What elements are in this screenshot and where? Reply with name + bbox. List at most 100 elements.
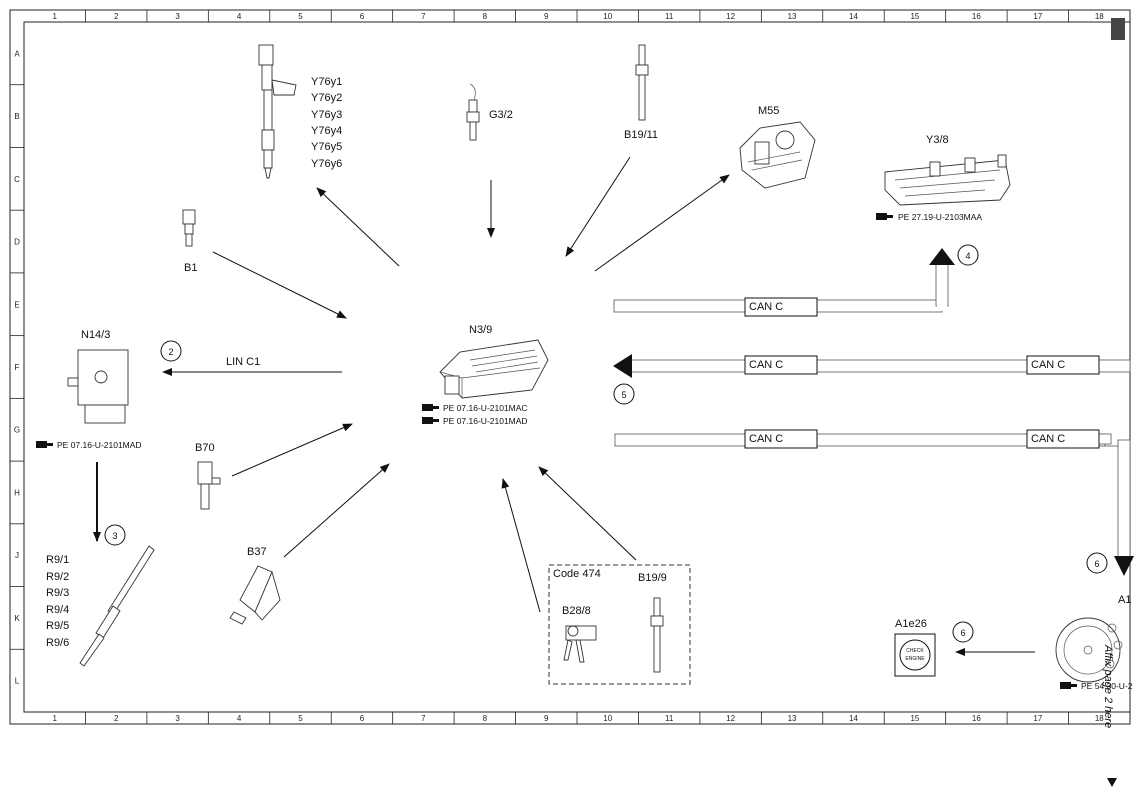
row-letter: L [15,677,20,686]
accelerator-pedal-icon [229,565,281,625]
injector-label-4: Y76y4 [311,125,342,137]
can-bus-row-1[interactable]: CAN C [613,248,955,317]
glow-plug-label-3: R9/3 [46,587,69,599]
ecu-ref-1: PE 07.16-U-2101MAC [422,403,528,413]
injector-icon [258,44,297,179]
column-number: 10 [603,714,612,723]
column-number: 1 [52,714,57,723]
glow-plug-group[interactable]: R9/1 R9/2 R9/3 R9/4 R9/5 R9/6 [46,545,155,667]
column-number: 12 [726,714,735,723]
a1-label: A1 [1118,594,1131,606]
b1-label: B1 [184,262,197,274]
arrow-from-b19-11 [565,156,631,257]
b70-label: B70 [195,442,215,454]
instrument-cluster-a1[interactable]: A1 PE 54.30-U-2 [1055,594,1133,691]
arrow-to-injectors [316,187,400,267]
column-number: 9 [544,714,549,723]
glow-control-module-icon [67,349,129,424]
column-number: 14 [849,714,858,723]
callout-6b: 6 [952,621,974,643]
sensor-b19-11[interactable]: B19/11 [624,44,658,141]
arrow-from-b37 [283,463,390,558]
column-number: 2 [114,12,119,21]
actuator-m55[interactable]: M55 [739,105,816,189]
column-number: 5 [298,714,303,723]
column-number: 16 [972,12,981,21]
b28-8-label: B28/8 [562,605,591,617]
can-c-label: CAN C [749,301,783,313]
column-number: 7 [421,714,426,723]
can-c-label: CAN C [749,359,783,371]
ecu-n3-9[interactable]: N3/9 PE 07.16-U-2101MAC PE 07.16-U-2101M… [422,324,549,426]
ecu-label: N3/9 [469,324,492,336]
row-letter: K [14,614,20,623]
glow-plug-label-6: R9/6 [46,637,69,649]
code-474-label: Code 474 [553,568,601,580]
code-474-group[interactable]: Code 474 B19/9 B28/8 [548,564,691,685]
can-bus-row-2[interactable]: CAN C CAN C [613,354,1131,378]
b37-label: B37 [247,546,267,558]
transmission-control-unit-icon [884,154,1011,206]
glow-plug-label-1: R9/1 [46,554,69,566]
callout-6a: 6 [1086,552,1108,574]
row-letter: A [14,49,20,58]
glow-plug-label-4: R9/4 [46,604,69,616]
column-number: 5 [298,12,303,21]
column-number: 2 [114,714,119,723]
ecu-ref-text-2: PE 07.16-U-2101MAD [443,416,528,426]
callout-4: 4 [957,244,979,266]
affix-note: Affix page 2 here [1102,644,1117,787]
column-dividers [85,10,1069,724]
hand-pointer-icon [1060,682,1077,689]
affix-note-text: Affix page 2 here [1102,644,1114,728]
column-number: 15 [910,714,919,723]
row-letter: J [15,551,19,560]
corner-tag-icon [1111,18,1125,40]
can-arrow-down-icon [1114,556,1134,576]
pressure-sensor-icon [563,625,597,663]
n14-3-label: N14/3 [81,329,110,341]
svg-text:5: 5 [621,390,626,400]
can-arrow-up-icon [929,248,955,265]
sensor-b70[interactable]: B70 [195,442,221,510]
svg-text:2: 2 [168,347,173,357]
g3-2-label: G3/2 [489,109,513,121]
column-number: 18 [1095,714,1104,723]
can-c-label: CAN C [1031,359,1065,371]
row-letter: C [14,175,20,184]
pedal-sensor-b37[interactable]: B37 [229,546,281,625]
valve-body-y3-8[interactable]: Y3/8 PE 27.19-U-2103MAA [876,134,1011,222]
svg-text:4: 4 [965,251,970,261]
check-engine-lamp-a1e26[interactable]: A1e26 CHECK ENGINE [894,618,936,677]
column-number: 6 [360,12,365,21]
y3-8-label: Y3/8 [926,134,949,146]
column-number: 3 [175,714,180,723]
row-letter: F [15,363,20,372]
column-number: 15 [910,12,919,21]
row-letter: G [14,426,20,435]
column-number: 11 [665,12,674,21]
column-number: 1 [52,12,57,21]
injector-label-3: Y76y3 [311,109,342,121]
ecu-ref-text-1: PE 07.16-U-2101MAC [443,403,528,413]
injector-group[interactable]: Y76y1 Y76y2 Y76y3 Y76y4 Y76y5 Y76y6 [258,44,342,179]
can-arrow-left-icon [613,354,632,378]
sensor-g3-2[interactable]: G3/2 [466,83,513,141]
column-number: 8 [483,714,488,723]
column-number: 4 [237,12,242,21]
module-n14-3[interactable]: N14/3 PE 07.16-U-2101MAD [36,329,142,450]
lamp-text-2: ENGINE [905,656,925,662]
m55-label: M55 [758,105,779,117]
column-number: 16 [972,714,981,723]
arrow-from-b70 [231,423,353,477]
svg-text:3: 3 [112,531,117,541]
hand-pointer-icon [422,417,439,424]
sensor-b1[interactable]: B1 [182,209,197,274]
a1e26-label: A1e26 [895,618,927,630]
can-c-label: CAN C [749,433,783,445]
row-dividers [10,84,24,650]
can-bus-row-3[interactable]: CAN C CAN C [614,429,1134,576]
